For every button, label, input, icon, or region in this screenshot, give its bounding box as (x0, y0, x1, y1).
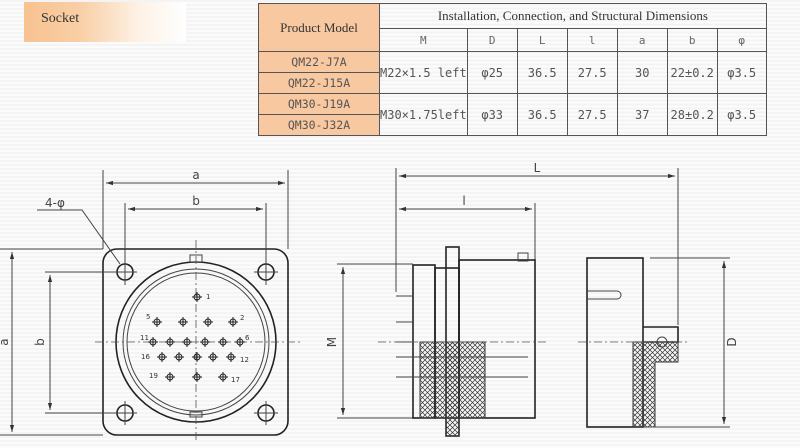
dim-label-l: l (462, 194, 465, 208)
value-l: 27.5 (566, 51, 618, 94)
dim-label-M: M (325, 337, 339, 347)
pin-label: 6 (245, 334, 250, 342)
pin-cross (148, 337, 158, 347)
pin-cross (228, 317, 238, 327)
pin-cross (235, 337, 245, 347)
value-M: M30×1.75left (379, 93, 468, 136)
model-cell: QM22-J15A (258, 72, 380, 94)
pin-label: 2 (240, 314, 244, 322)
hole-leader-line (37, 209, 121, 265)
section-label-socket: Socket (24, 2, 186, 42)
pin-label: 19 (149, 372, 158, 380)
side-view-drawing: L l M D (325, 161, 739, 437)
pin-cross (218, 372, 228, 382)
value-b: 28±0.2 (666, 93, 718, 136)
pin-label: 12 (240, 356, 249, 364)
pin-label: 5 (146, 313, 150, 321)
pin-cross (157, 352, 167, 362)
value-M: M22×1.5 left (379, 51, 468, 94)
pin-cross (192, 352, 202, 362)
pin-cross (218, 337, 228, 347)
pin-cross (174, 352, 184, 362)
col-phi: φ (716, 28, 767, 52)
value-phi: φ3.5 (716, 51, 767, 94)
dim-label-left-a: a (0, 338, 11, 345)
pin-cross (165, 337, 175, 347)
pin-cross (192, 292, 202, 302)
dim-label-D: D (725, 337, 739, 346)
dim-label-b: b (192, 194, 200, 208)
hole-label: 4-φ (45, 196, 65, 210)
mounting-holes (113, 260, 278, 425)
pin-cross (192, 372, 202, 382)
pin-cross (182, 337, 192, 347)
pin-label: 17 (231, 376, 240, 384)
value-l: 27.5 (566, 93, 618, 136)
pin-label: 16 (141, 353, 150, 361)
front-view-drawing: a b 4-φ a b 1 5 2 11 6 16 12 19 17 (0, 168, 300, 440)
value-L: 36.5 (516, 93, 568, 136)
pin-label: 11 (140, 334, 149, 342)
pin-label: 1 (206, 293, 210, 301)
col-a: a (616, 28, 668, 52)
value-phi: φ3.5 (716, 93, 767, 136)
col-M: M (379, 28, 468, 52)
dimensions-table: Product Model Installation, Connection, … (258, 3, 767, 136)
contact-pins (148, 292, 245, 382)
col-D: D (466, 28, 518, 52)
pin-cross (200, 337, 210, 347)
table-row: QM30-J32A (258, 114, 767, 136)
model-header: Product Model (258, 3, 380, 52)
value-b: 22±0.2 (666, 51, 718, 94)
table-row: QM30-J19A M30×1.75left φ33 36.5 27.5 37 … (258, 93, 767, 136)
pin-cross (152, 317, 162, 327)
dim-label-left-b: b (33, 338, 47, 346)
value-D: φ33 (466, 93, 518, 136)
model-cell: QM30-J32A (258, 114, 380, 136)
table-row: QM22-J15A (258, 72, 767, 94)
col-l: l (566, 28, 618, 52)
col-L: L (516, 28, 568, 52)
value-a: 30 (616, 51, 668, 94)
pin-cross (178, 317, 188, 327)
dim-label-a: a (192, 168, 199, 182)
pin-cross (165, 372, 175, 382)
pin-cross (208, 352, 218, 362)
dim-label-L: L (534, 161, 541, 175)
pin-cross (226, 352, 236, 362)
pin-cross (203, 317, 213, 327)
model-cell: QM22-J7A (258, 51, 380, 73)
